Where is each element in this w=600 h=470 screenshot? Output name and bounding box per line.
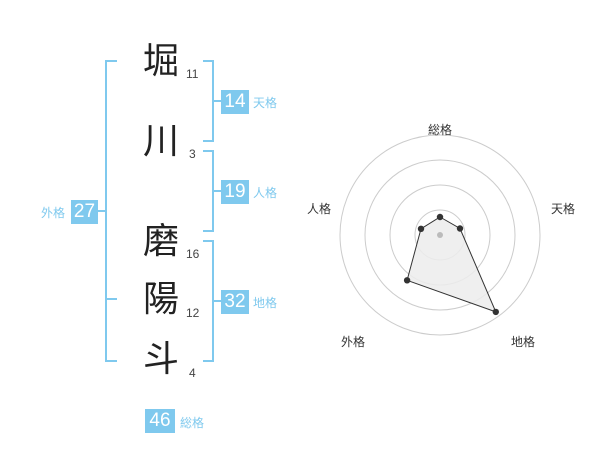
chikaku-badge: 32	[221, 290, 249, 314]
gaikaku-connector	[97, 210, 107, 212]
stroke-count-4: 12	[186, 306, 200, 320]
chikaku-label: 地格	[253, 296, 278, 310]
radar-point-1	[436, 213, 444, 221]
tenkaku-connector	[212, 100, 221, 102]
radar-axis-label-jinkaku: 人格	[307, 202, 332, 216]
radar-point-2	[456, 225, 464, 232]
tenkaku-label: 天格	[253, 96, 278, 110]
radar-axis-label-chikaku: 地格	[511, 335, 536, 349]
jinkaku-label: 人格	[253, 186, 278, 200]
radar-point-3	[492, 308, 499, 316]
stroke-count-5: 4	[189, 366, 196, 380]
gaikaku-inner-tick	[107, 298, 117, 300]
radar-point-4	[403, 277, 411, 284]
tenkaku-badge: 14	[221, 90, 249, 114]
stroke-count-1: 11	[186, 67, 199, 81]
radar-point-5	[417, 225, 425, 232]
radar-chart	[339, 134, 541, 336]
radar-center-dot	[437, 232, 443, 238]
jinkaku-connector	[212, 190, 221, 192]
radar-axis-label-soukaku: 総格	[428, 123, 453, 137]
radar-grid-ring	[339, 134, 541, 336]
name-char-3: 磨	[142, 221, 179, 262]
soukaku-badge: 46	[145, 409, 175, 433]
chikaku-connector	[212, 300, 221, 302]
soukaku-label: 総格	[180, 416, 205, 430]
radar-axis-label-tenkaku: 天格	[551, 202, 576, 216]
stroke-count-3: 16	[186, 247, 200, 261]
stroke-count-2: 3	[189, 147, 196, 161]
name-char-5: 斗	[142, 339, 179, 380]
name-char-4: 陽	[142, 279, 179, 320]
gaikaku-label: 外格	[41, 206, 66, 220]
radar-axis-label-gaikaku: 外格	[341, 335, 366, 349]
name-char-2: 川	[142, 121, 179, 162]
jinkaku-badge: 19	[221, 180, 249, 204]
name-char-1: 堀	[142, 41, 179, 82]
radar-score-polygon	[406, 216, 497, 313]
radar-grid-ring	[364, 159, 516, 311]
gaikaku-badge: 27	[71, 200, 98, 224]
